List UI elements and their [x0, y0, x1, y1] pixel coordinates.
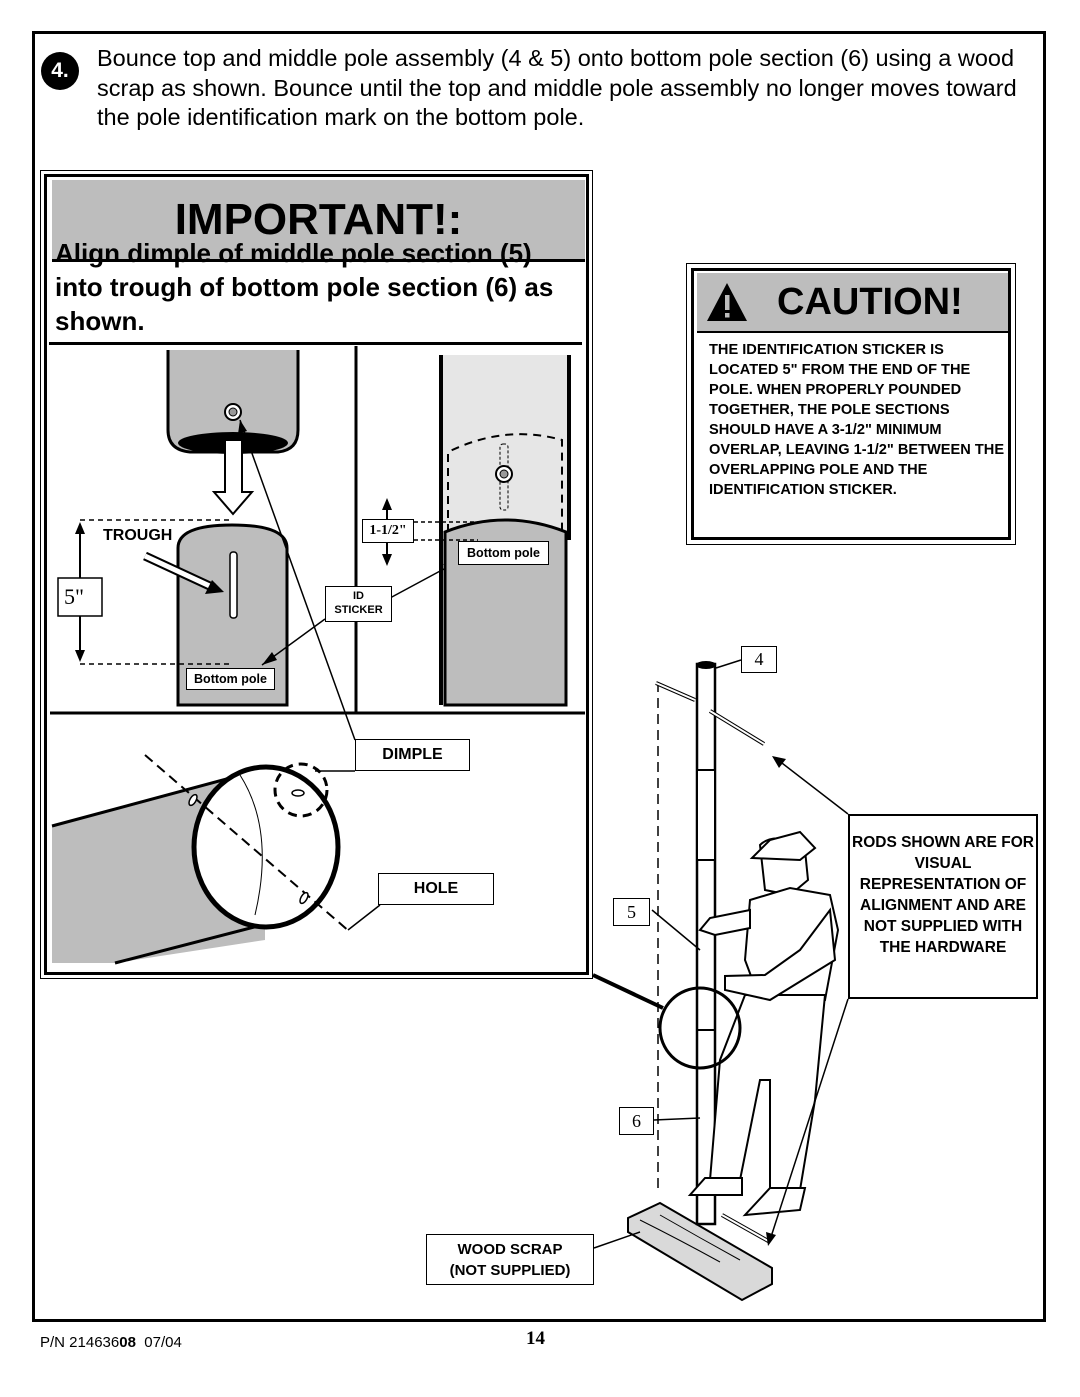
caution-header — [697, 273, 1008, 333]
wood-scrap-line-1: WOOD SCRAP — [457, 1241, 563, 1258]
five-inch-label: 5" — [64, 584, 84, 609]
part-date: 07/04 — [144, 1334, 182, 1351]
caution-panel-outer — [686, 263, 1016, 545]
wood-scrap-label: WOOD SCRAP (NOT SUPPLIED) — [426, 1234, 594, 1285]
step-number-badge: 4. — [41, 52, 79, 90]
man-with-pole-illustration — [592, 659, 849, 1302]
caution-panel — [691, 268, 1011, 540]
wood-scrap-line-2: (NOT SUPPLIED) — [449, 1262, 571, 1279]
trough-arrow-icon — [205, 580, 224, 594]
caution-title: CAUTION! — [777, 281, 963, 323]
important-text: Align dimple of middle pole section (5) … — [55, 238, 554, 336]
down-arrow-icon — [211, 439, 255, 516]
page-number: 14 — [526, 1328, 545, 1349]
hole-label: HOLE — [378, 873, 494, 905]
step-instruction: Bounce top and middle pole assembly (4 &… — [97, 45, 1017, 130]
one-half-inch-label: 1-1/2" — [362, 519, 414, 543]
step-number: 4. — [51, 59, 69, 82]
important-divider — [49, 342, 582, 345]
important-panel-outer — [40, 170, 593, 979]
bottom-pole-label-left: Bottom pole — [186, 668, 275, 690]
pole-number-bottom: 6 — [619, 1107, 654, 1135]
id-sticker-label: ID STICKER — [325, 586, 392, 622]
id-sticker-line-1: ID — [353, 590, 364, 602]
dimension-arrow-down-icon — [75, 650, 85, 662]
important-header: IMPORTANT!: — [52, 180, 585, 262]
important-panel — [44, 174, 589, 975]
pole-cross-section — [51, 754, 351, 965]
dimension-arrow-up-icon — [75, 522, 85, 534]
caution-text: THE IDENTIFICATION STICKER IS LOCATED 5"… — [709, 342, 1005, 498]
overlapped-poles — [439, 355, 571, 707]
pole-number-middle: 5 — [613, 898, 650, 926]
dimple-label: DIMPLE — [355, 739, 470, 771]
id-sticker-line-2: STICKER — [334, 604, 383, 616]
bottom-pole-trough — [176, 523, 289, 707]
important-title: IMPORTANT!: — [174, 194, 463, 244]
page-frame — [32, 31, 1046, 1322]
part-number: P/N 21463608 07/04 — [40, 1334, 182, 1351]
pole-number-top: 4 — [741, 646, 777, 673]
part-number-suffix: 08 — [119, 1334, 136, 1351]
rods-note: RODS SHOWN ARE FOR VISUAL REPRESENTATION… — [848, 814, 1038, 999]
part-number-prefix: P/N 214636 — [40, 1334, 120, 1351]
upper-pole-end — [166, 350, 300, 454]
bottom-pole-label-right: Bottom pole — [458, 541, 549, 565]
trough-label: TROUGH — [103, 527, 173, 544]
warning-triangle-icon — [707, 283, 747, 321]
